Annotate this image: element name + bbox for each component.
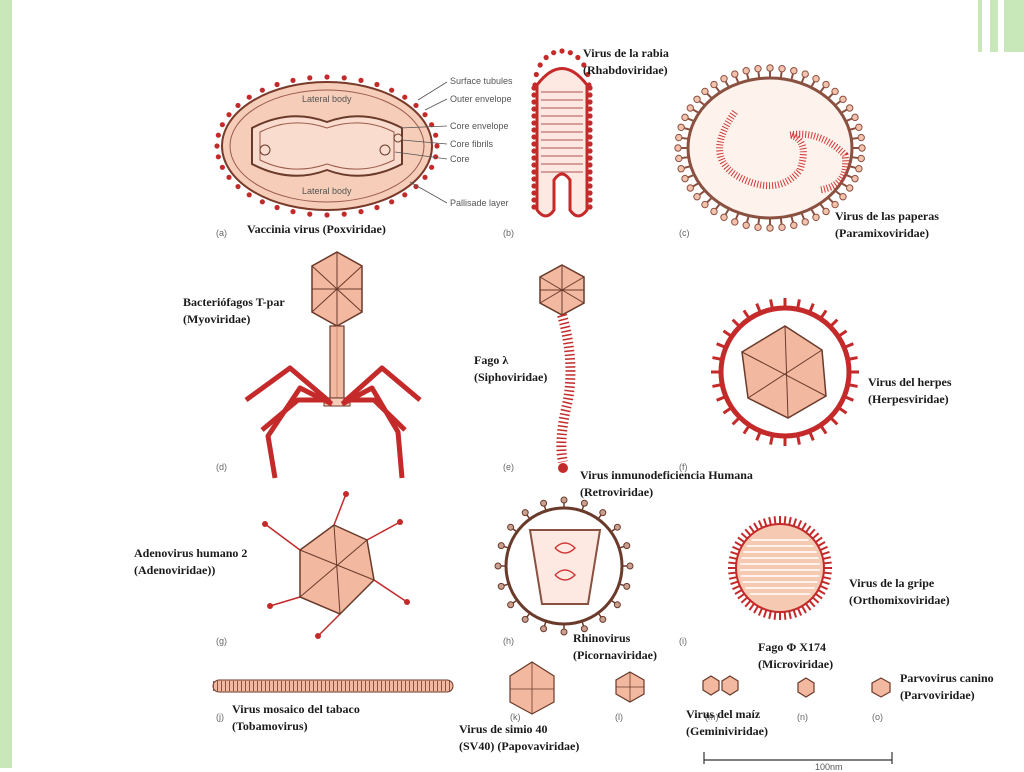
panel-letter: (n) <box>797 712 808 722</box>
hiv-virus <box>494 496 634 636</box>
callout-label: Surface tubules <box>450 76 513 86</box>
callout-label: Outer envelope <box>450 94 512 104</box>
panel-letter: (f) <box>679 462 688 472</box>
panel-letter: (e) <box>503 462 514 472</box>
label-maiz: Virus del maíz(Geminiviridae) <box>686 707 768 738</box>
panel-letter: (i) <box>679 636 687 646</box>
panel-letter: (m) <box>705 712 719 722</box>
influenza-virus <box>728 516 832 620</box>
callout-label: Core <box>450 154 470 164</box>
label-bacteriofago: Bacteriófagos T-par(Myoviridae) <box>183 295 285 326</box>
adenovirus <box>262 491 410 639</box>
label-gripe: Virus de la gripe(Orthomixoviridae) <box>849 576 950 607</box>
corner-decoration <box>990 0 998 52</box>
callout-label: Lateral body <box>302 186 352 196</box>
panel-letter: (b) <box>503 228 514 238</box>
panel-letter: (k) <box>510 712 521 722</box>
lambda-phage <box>539 264 585 473</box>
label-vih: Virus inmunodeficiencia Humana(Retroviri… <box>580 468 753 499</box>
label-fago-phi: Fago Φ X174(Microviridae) <box>758 640 834 671</box>
t-phage <box>244 251 422 479</box>
label-fago-lambda: Fago λ(Siphoviridae) <box>474 353 548 384</box>
callout-label: Core envelope <box>450 121 509 131</box>
corner-decoration <box>1004 0 1024 52</box>
tobacco-mosaic-virus <box>212 679 454 693</box>
label-tabaco: Virus mosaico del tabaco(Tobamovirus) <box>232 702 360 733</box>
label-herpes: Virus del herpes(Herpesviridae) <box>868 375 952 406</box>
panel-letter: (o) <box>872 712 883 722</box>
panel-letter: (j) <box>216 712 224 722</box>
mumps-virus <box>674 64 866 232</box>
label-parvovirus: Parvovirus canino(Parvoviridae) <box>900 671 994 702</box>
label-sv40: Virus de simio 40(SV40) (Papovaviridae) <box>459 722 580 753</box>
label-paperas: Virus de las paperas(Paramixoviridae) <box>835 209 939 240</box>
panel-letter: (c) <box>679 228 690 238</box>
left-accent-bar <box>0 0 12 768</box>
callout-label: Core fibrils <box>450 139 494 149</box>
label-rabia: Virus de la rabia(Rhabdoviridae) <box>583 46 669 77</box>
panel-letter: (l) <box>615 712 623 722</box>
panel-letter: (a) <box>216 228 227 238</box>
panel-letter: (h) <box>503 636 514 646</box>
label-rhinovirus: Rhinovirus(Picornaviridae) <box>573 631 657 662</box>
rabies-virus <box>531 48 593 218</box>
callout-label: Pallisade layer <box>450 198 509 208</box>
label-adenovirus: Adenovirus humano 2(Adenoviridae)) <box>134 546 248 577</box>
vaccinia-virus <box>214 74 448 218</box>
panel-letter: (d) <box>216 462 227 472</box>
corner-decoration <box>978 0 982 52</box>
label-vaccinia: Vaccinia virus (Poxviridae) <box>247 222 386 236</box>
scale-bar-label: 100nm <box>815 762 843 772</box>
panel-letter: (g) <box>216 636 227 646</box>
scale-bar <box>703 752 893 764</box>
callout-label: Lateral body <box>302 94 352 104</box>
herpes-virus <box>711 298 859 446</box>
